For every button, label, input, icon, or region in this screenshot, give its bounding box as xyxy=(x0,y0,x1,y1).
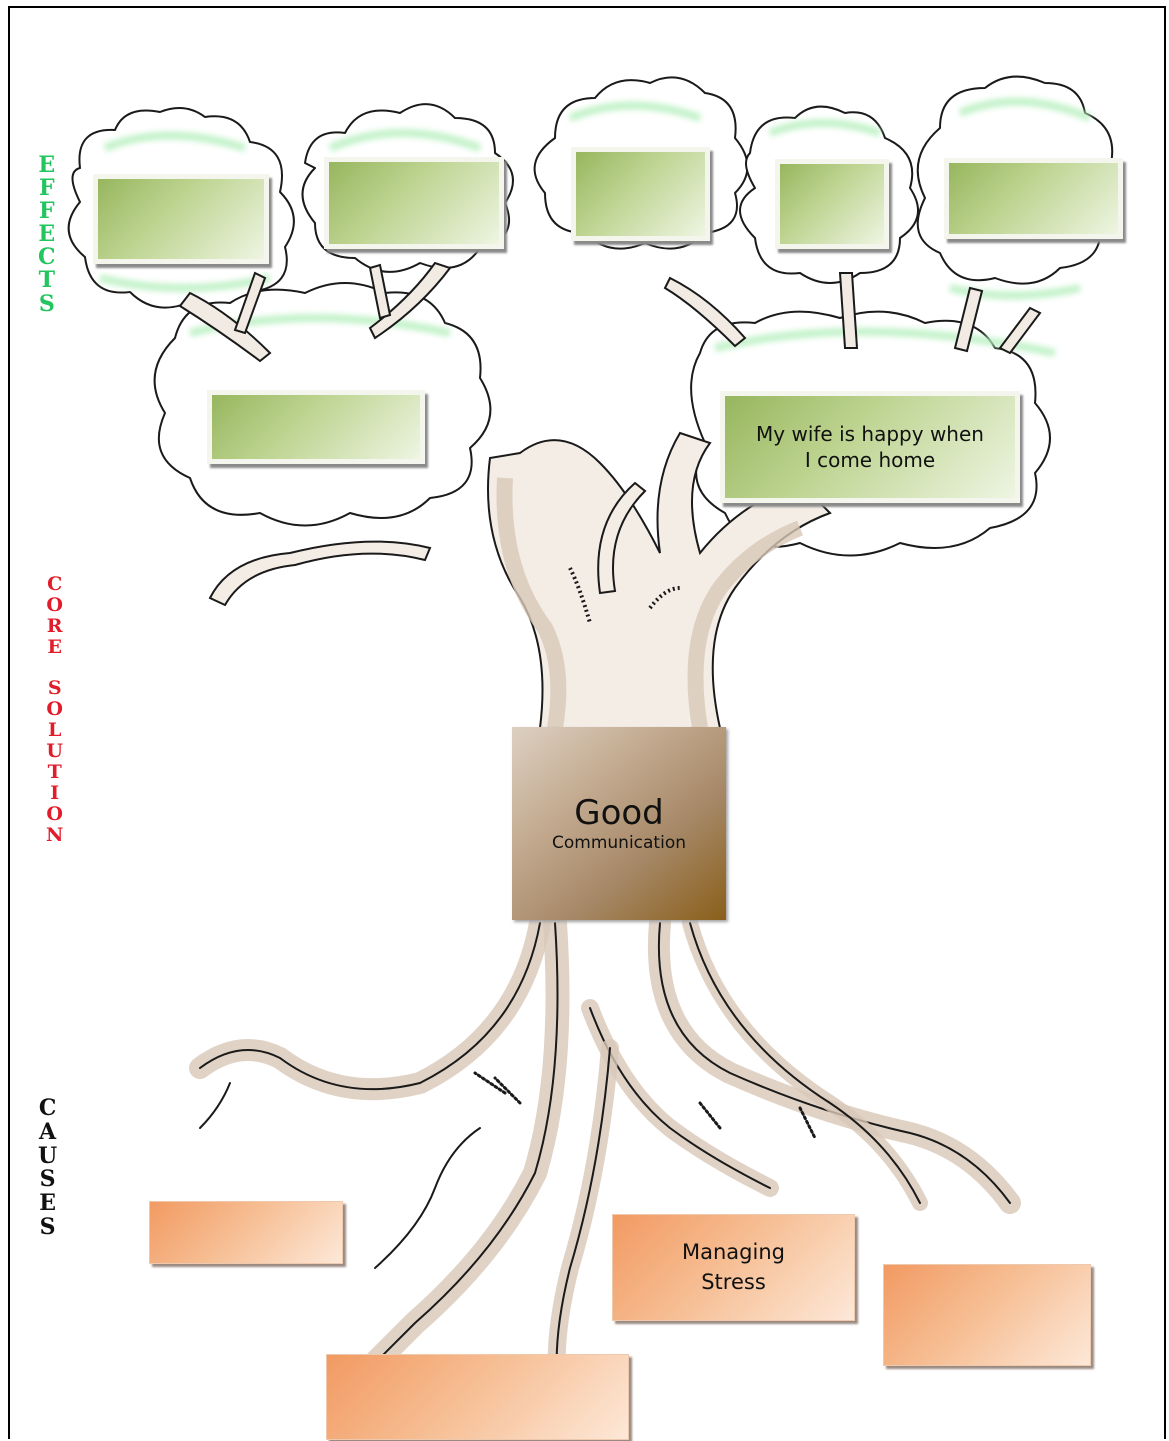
core-solution-label: C O R E S O L U T I O N xyxy=(46,573,64,846)
effect-box-4[interactable] xyxy=(775,159,889,249)
core-solution-box[interactable]: Good Communication xyxy=(512,727,726,920)
cause-box-2[interactable]: Managing Stress xyxy=(612,1214,855,1321)
effect-box-7[interactable]: My wife is happy when I come home xyxy=(720,391,1020,503)
effect-box-1[interactable] xyxy=(93,174,269,264)
diagram-page: E F F E C T S C O R E S O L U T I O N C … xyxy=(8,6,1166,1440)
causes-label: C A U S E S xyxy=(38,1095,58,1240)
effects-label: E F F E C T S xyxy=(38,152,56,317)
roots xyxy=(189,911,1021,1407)
effect-box-5[interactable] xyxy=(944,158,1123,239)
core-subtitle: Communication xyxy=(552,833,686,854)
effect-box-2[interactable] xyxy=(324,157,504,249)
branches xyxy=(178,261,1042,363)
cause-box-1[interactable] xyxy=(149,1201,343,1264)
trunk xyxy=(208,431,832,730)
cause-box-3[interactable] xyxy=(883,1264,1091,1366)
cause-box-4[interactable] xyxy=(326,1354,629,1440)
canopy-highlights xyxy=(99,97,1092,357)
effect-box-6[interactable] xyxy=(207,390,425,464)
core-title: Good xyxy=(574,792,664,833)
effect-box-3[interactable] xyxy=(571,147,710,241)
